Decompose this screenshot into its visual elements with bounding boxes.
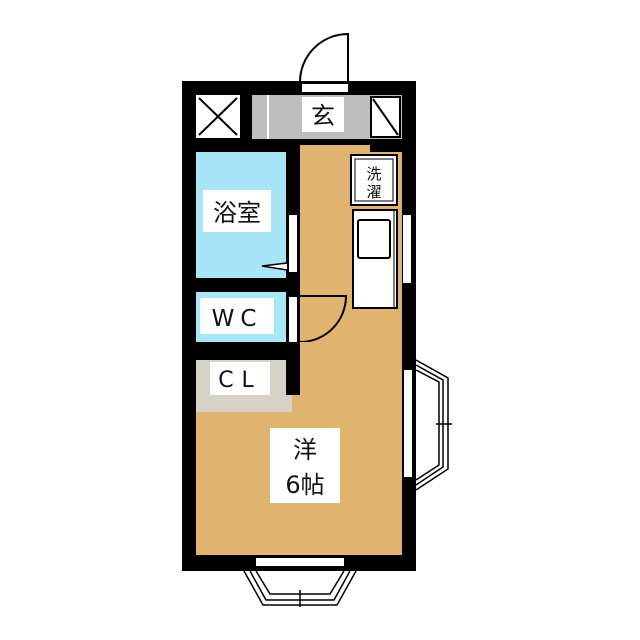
closet-label: CL: [218, 368, 262, 393]
bottom-bay-window: [243, 570, 357, 607]
bottom-window[interactable]: [256, 558, 344, 566]
right-window[interactable]: [404, 370, 412, 477]
toilet-door[interactable]: [289, 297, 297, 342]
kitchen-window: [403, 215, 411, 283]
main-room-type-label: 洋: [293, 436, 317, 464]
bathroom-door[interactable]: [289, 215, 297, 272]
right-bay-window: [415, 359, 452, 491]
main-room-size-label: 6帖: [285, 471, 324, 499]
laundry-label: 洗: [366, 165, 381, 183]
laundry-label-2: 濯: [366, 183, 381, 201]
bathroom-label: 浴室: [213, 199, 261, 227]
entrance-door-swing-icon: [299, 32, 349, 83]
toilet-label: WC: [212, 306, 263, 332]
entrance-label: 玄: [311, 102, 335, 130]
sink-icon: [357, 219, 391, 259]
storage-cross-icon: [198, 97, 238, 136]
entrance-door-opening[interactable]: [302, 84, 348, 92]
toilet-door-swing-icon: [299, 295, 348, 343]
shoe-box-diagonal-icon: [372, 98, 399, 136]
closet-wall-stub: [286, 356, 300, 395]
